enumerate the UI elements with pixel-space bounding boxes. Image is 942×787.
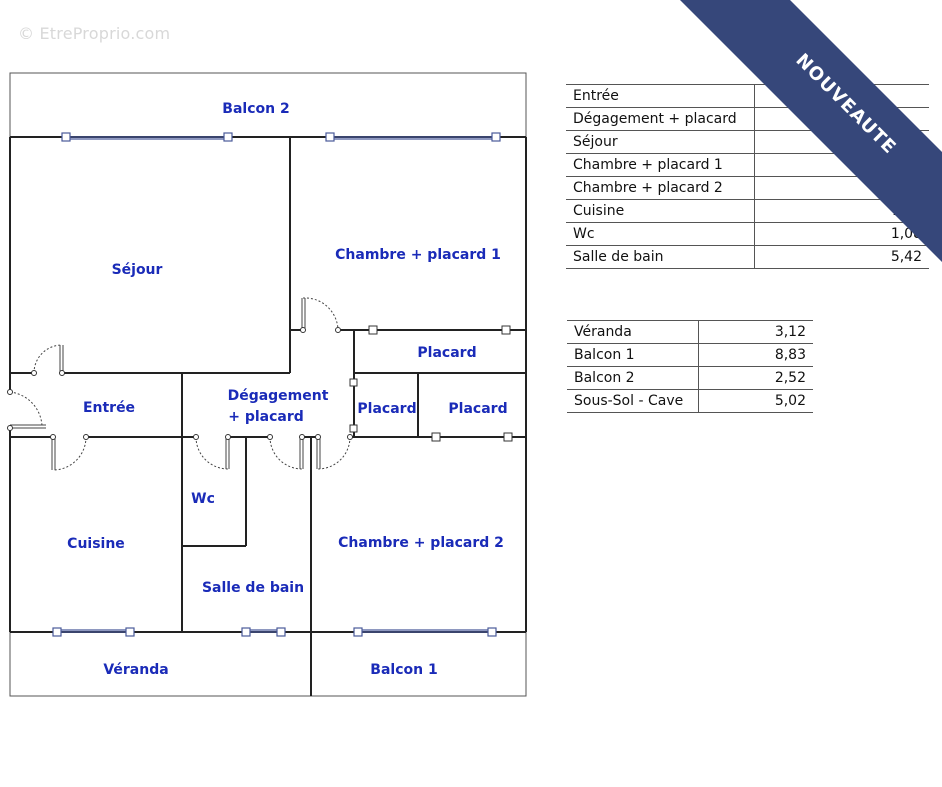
table-row: Dégagement + placard: [566, 107, 929, 131]
plan-frame: [9, 72, 527, 697]
row-name: Chambre + placard 1: [566, 153, 755, 177]
row-name: Sous-Sol - Cave: [567, 389, 699, 413]
door-pivots: [7, 327, 353, 440]
row-name: Balcon 2: [567, 366, 699, 390]
row-name: Chambre + placard 2: [566, 176, 755, 200]
row-value: 13,68: [754, 176, 929, 200]
doors: [8, 297, 351, 471]
placard-markers: [349, 325, 513, 442]
row-value: 2,52: [698, 366, 813, 390]
row-value: 1,08: [754, 222, 929, 246]
row-value: 14,: [754, 153, 929, 177]
row-value: 8,83: [698, 343, 813, 367]
row-value: [754, 107, 929, 131]
row-name: Salle de bain: [566, 245, 755, 269]
table-row: Entrée: [566, 84, 929, 108]
row-name: Entrée: [566, 84, 755, 108]
row-value: [754, 84, 929, 108]
room-label-degagement-l2: + placard: [228, 409, 304, 425]
room-label-entree: Entrée: [83, 400, 135, 416]
row-name: Véranda: [567, 320, 699, 344]
row-value: 7,09: [754, 199, 929, 223]
room-label-chambre1: Chambre + placard 1: [335, 247, 501, 263]
row-value: 5,42: [754, 245, 929, 269]
row-value: [754, 130, 929, 154]
room-label-placard3: Placard: [448, 401, 507, 417]
door-chambre2: [316, 435, 351, 470]
room-label-sdb: Salle de bain: [202, 580, 304, 596]
room-label-chambre2: Chambre + placard 2: [338, 535, 504, 551]
door-cuisine: [51, 435, 87, 471]
door-wc: [195, 435, 230, 470]
room-label-balcon2: Balcon 2: [222, 101, 289, 117]
room-label-placard2: Placard: [357, 401, 416, 417]
door-entree: [8, 391, 46, 429]
door-sejour: [33, 344, 64, 375]
row-name: Wc: [566, 222, 755, 246]
room-label-veranda: Véranda: [103, 662, 168, 678]
door-sdb: [269, 435, 304, 470]
room-label-balcon1: Balcon 1: [370, 662, 437, 678]
door-chambre1: [301, 297, 339, 332]
row-value: 3,12: [698, 320, 813, 344]
room-label-cuisine: Cuisine: [67, 536, 125, 552]
row-name: Séjour: [566, 130, 755, 154]
room-label-placard1: Placard: [417, 345, 476, 361]
room-label-degagement-l1: Dégagement: [228, 388, 329, 404]
room-label-wc: Wc: [191, 491, 215, 507]
windows: [52, 132, 501, 637]
row-name: Dégagement + placard: [566, 107, 755, 131]
row-name: Cuisine: [566, 199, 755, 223]
table-row: Séjour: [566, 130, 929, 154]
room-label-sejour: Séjour: [112, 262, 163, 278]
watermark-text: © EtreProprio.com: [18, 24, 171, 43]
row-name: Balcon 1: [567, 343, 699, 367]
row-value: 5,02: [698, 389, 813, 413]
